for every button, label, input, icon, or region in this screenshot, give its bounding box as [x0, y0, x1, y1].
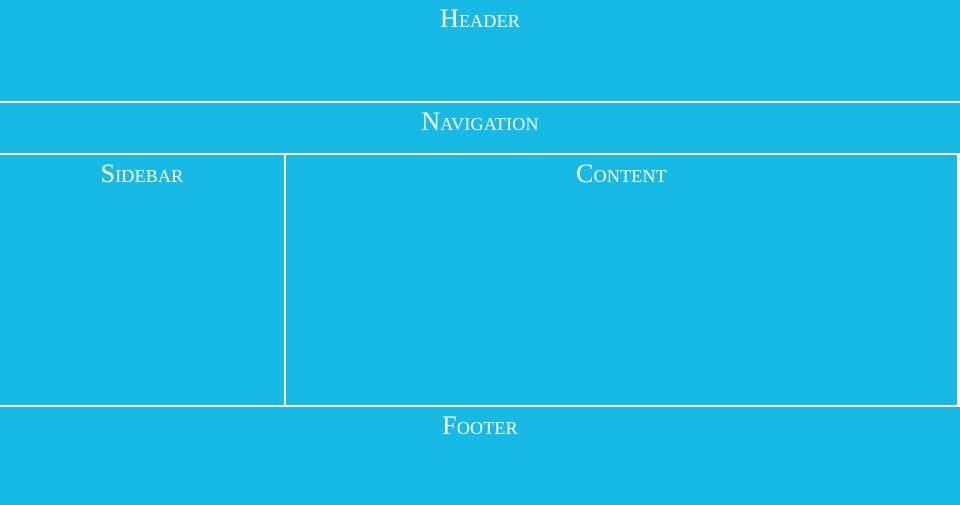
content-region: Content — [286, 155, 957, 405]
footer-region: Footer — [0, 407, 960, 505]
sidebar-label: Sidebar — [100, 159, 184, 188]
footer-label: Footer — [442, 411, 518, 440]
sidebar-region: Sidebar — [0, 155, 284, 405]
content-label: Content — [576, 159, 667, 188]
header-region: Header — [0, 0, 960, 101]
navigation-region: Navigation — [0, 103, 960, 153]
header-label: Header — [440, 4, 520, 33]
navigation-label: Navigation — [421, 107, 539, 136]
